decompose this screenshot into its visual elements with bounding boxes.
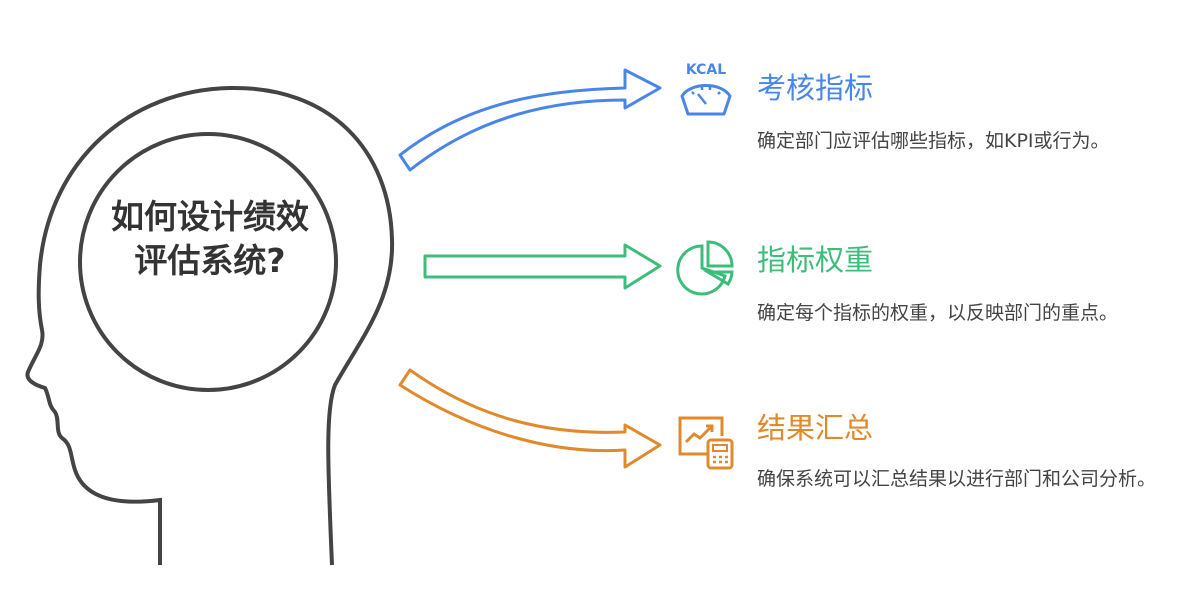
arrow-to-item-2 [423,243,662,290]
item-desc-3: 确保系统可以汇总结果以进行部门和公司分析。 [757,468,1157,490]
kcal-scale-icon: KCAL [680,62,732,116]
item-desc-1: 确定部门应评估哪些指标，如KPI或行为。 [757,130,1110,152]
arrow-to-item-1 [398,68,662,172]
pie-chart-icon [676,240,734,296]
item-title-3: 结果汇总 [757,411,874,445]
item-title-2: 指标权重 [757,243,874,277]
thought-circle [78,132,338,392]
head-outline [25,85,395,566]
item-title-1: 考核指标 [757,71,874,105]
arrow-to-item-3 [398,368,662,469]
chart-calculator-icon [678,416,734,470]
central-question: 如何设计绩效评估系统? [111,197,309,280]
svg-text:KCAL: KCAL [686,62,726,78]
item-desc-2: 确定每个指标的权重，以反映部门的重点。 [757,302,1119,324]
